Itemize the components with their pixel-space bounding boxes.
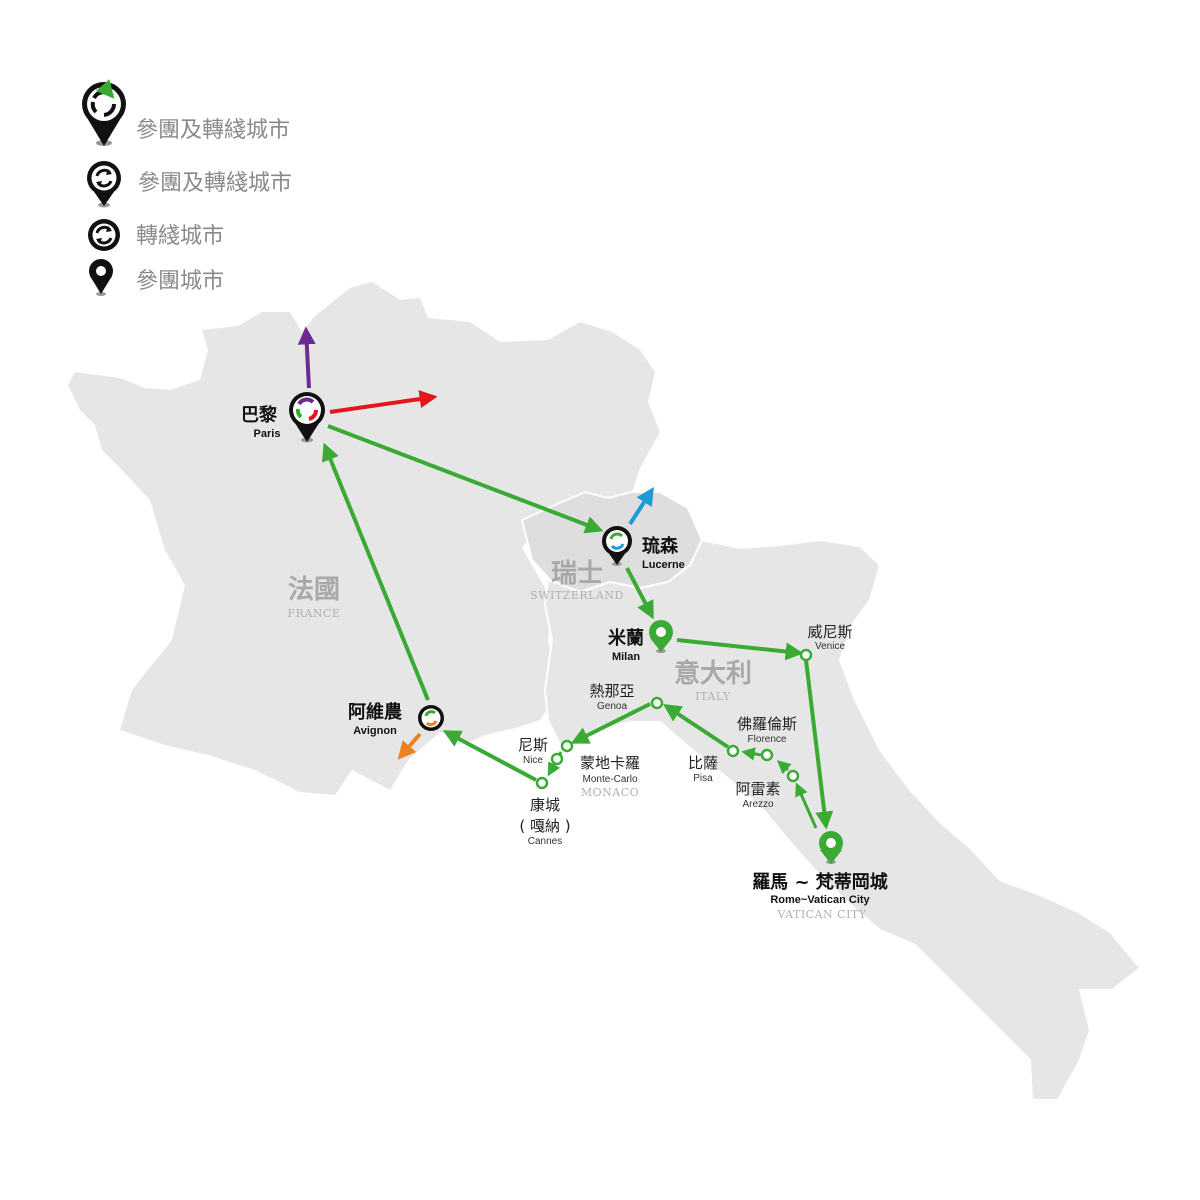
city-cannes-en: Cannes <box>528 836 562 847</box>
city-avignon-en: Avignon <box>353 725 397 737</box>
avignon-transfer-icon <box>418 705 444 731</box>
florence-stop-icon <box>760 748 774 762</box>
city-rome-en: Rome~Vatican City <box>770 894 870 906</box>
city-paris-zh: 巴黎 <box>241 404 277 426</box>
legend-item-4: 參團城市 <box>89 259 224 296</box>
legend-label: 轉綫城市 <box>136 224 224 249</box>
city-florence-en: Florence <box>748 734 787 745</box>
country-switzerland-en: SWITZERLAND <box>530 589 624 602</box>
route-avignon-paris <box>322 442 430 701</box>
city-paris-en: Paris <box>254 428 281 440</box>
montecarlo-stop-icon <box>560 739 574 753</box>
route-cannes-avignon <box>442 730 537 782</box>
transfer-pin-icon <box>87 161 121 208</box>
cannes-stop-icon <box>535 776 549 790</box>
city-markers <box>289 392 843 864</box>
legend-item-1: 參團及轉綫城市 <box>82 79 290 146</box>
land-italy <box>543 538 1142 1101</box>
country-france-zh: 法國 <box>288 575 340 605</box>
city-montecarlo-zh: 蒙地卡羅 <box>580 754 640 772</box>
route-venice-rome <box>804 659 834 830</box>
legend-label: 參團及轉綫城市 <box>136 118 290 143</box>
legend-label: 參團及轉綫城市 <box>138 171 292 196</box>
route-lucerne-milan <box>625 567 654 620</box>
route-paris-lucerne <box>327 424 604 534</box>
paris-pin-icon <box>289 392 325 443</box>
arrow-lucerne-northeast <box>628 486 654 526</box>
rome-pin-icon <box>819 831 843 864</box>
routes <box>297 326 834 830</box>
city-arezzo-en: Arezzo <box>742 799 774 810</box>
route-florence-pisa <box>741 747 762 761</box>
city-lucerne-en: Lucerne <box>642 559 685 571</box>
arrow-paris-east <box>329 390 438 414</box>
country-italy-en: ITALY <box>695 690 731 703</box>
city-avignon-zh: 阿維農 <box>348 701 403 723</box>
legend: 參團及轉綫城市 參團及轉綫城市 <box>82 79 292 296</box>
legend-item-2: 參團及轉綫城市 <box>87 161 292 208</box>
city-nice-en: Nice <box>523 755 543 766</box>
country-labels: 法國 FRANCE 瑞士 SWITZERLAND 意大利 ITALY MONAC… <box>288 559 867 921</box>
city-genoa-zh: 熱那亞 <box>589 682 634 700</box>
arrow-paris-north <box>297 326 316 389</box>
country-switzerland-zh: 瑞士 <box>551 559 603 589</box>
legend-label: 參團城市 <box>136 269 224 294</box>
nice-stop-icon <box>550 752 564 766</box>
arrow-avignon-southwest <box>397 732 422 760</box>
location-pin-icon <box>89 259 113 296</box>
country-monaco-en: MONACO <box>581 786 639 799</box>
country-vatican-en: VATICAN CITY <box>776 908 866 921</box>
city-milan-en: Milan <box>612 651 640 663</box>
arezzo-stop-icon <box>786 769 800 783</box>
route-pisa-genoa <box>662 704 730 749</box>
city-genoa-en: Genoa <box>597 701 627 712</box>
lucerne-pin-icon <box>602 526 632 566</box>
genoa-stop-icon <box>650 696 664 710</box>
country-france-en: FRANCE <box>288 607 341 620</box>
route-milan-venice <box>676 638 804 661</box>
legend-item-3: 轉綫城市 <box>88 219 224 251</box>
city-florence-zh: 佛羅倫斯 <box>737 715 797 733</box>
city-cannes-zh-alt: ( 嘎納 ) <box>519 817 570 835</box>
city-nice-zh: 尼斯 <box>518 736 548 754</box>
route-rome-arezzo <box>795 782 818 829</box>
route-genoa-montecarlo <box>570 702 651 744</box>
city-arezzo-zh: 阿雷素 <box>735 780 780 798</box>
venice-stop-icon <box>799 648 813 662</box>
route-arezzo-florence <box>776 760 792 775</box>
country-italy-zh: 意大利 <box>674 658 752 689</box>
city-lucerne-zh: 琉森 <box>642 535 679 557</box>
city-venice-zh: 威尼斯 <box>807 623 852 641</box>
city-pisa-en: Pisa <box>693 773 713 784</box>
city-cannes-zh: 康城 <box>530 796 560 814</box>
city-pisa-zh: 比薩 <box>688 754 718 772</box>
city-rome-zh: 羅馬 ~ 梵蒂岡城 <box>752 871 888 893</box>
tri-arrow-pin-icon <box>82 79 126 146</box>
city-milan-zh: 米蘭 <box>608 627 644 649</box>
pisa-stop-icon <box>726 744 740 758</box>
city-montecarlo-en: Monte-Carlo <box>582 774 637 785</box>
transfer-icon <box>88 219 120 251</box>
city-labels: 巴黎 Paris 琉森 Lucerne 米蘭 Milan 威尼斯 Venice … <box>241 404 888 906</box>
milan-pin-icon <box>649 620 673 653</box>
city-venice-en: Venice <box>815 641 845 652</box>
